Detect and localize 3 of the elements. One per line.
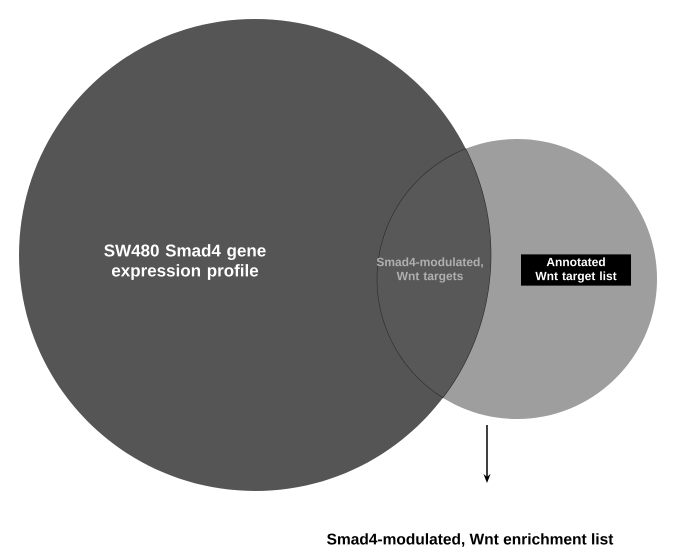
- overlap-region: Smad4-modulated, Wnt targets: [376, 148, 492, 398]
- result-text: Smad4-modulated, Wnt enrichment list: [327, 533, 614, 547]
- label-box: Annotated Wnt target list: [521, 254, 631, 286]
